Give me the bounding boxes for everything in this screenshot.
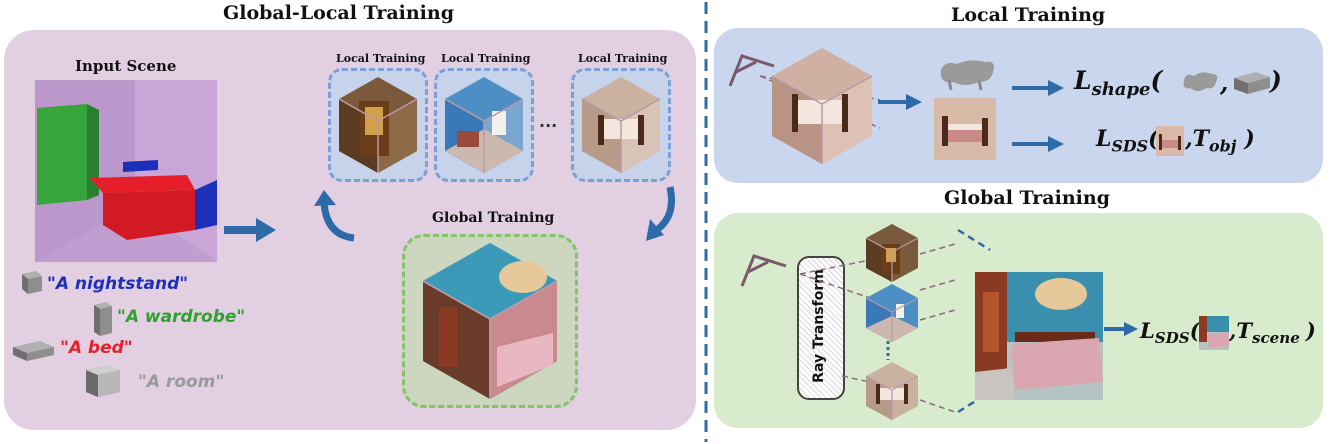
global-cube-room [402,234,578,408]
bed-block [90,175,195,193]
local-cubes-ellipsis: ... [539,112,558,131]
local-training-label-2: Local Training [441,52,531,65]
loss-sds-obj: LSDS( [1096,126,1159,156]
sds-loss-arrow-icon [1012,136,1064,152]
local-training-label-3: Local Training [578,52,668,65]
loss-shape-blob-icon [1183,72,1218,91]
camera-icon [728,54,775,87]
local-training-label-1: Local Training [336,52,426,65]
prompt-bed: "A bed" [60,338,133,358]
scene-loss-arrow-icon [1104,322,1138,336]
wardrobe-cube-icon [94,302,112,336]
local-arrow-icon [878,94,922,110]
ray-transform-box [797,256,845,400]
local-cube-nightstand [434,68,534,182]
global-cube-bed [865,362,919,420]
prompt-nightstand: "A nightstand" [47,274,189,294]
nightstand-block [123,160,158,172]
local-cube-bed [571,68,671,182]
curved-arrow-left-icon [314,190,355,242]
loss-sds-obj-tail: ,Tobj) [1185,126,1255,156]
loss-shape-box-icon [1234,72,1270,94]
local-bed-cube [771,48,873,164]
global-scene-render [975,272,1103,400]
loss-sds-scene-image [1199,316,1229,350]
prompt-room: "A room" [138,372,225,392]
shape-blob-icon [940,60,994,91]
loss-sds-scene-tail: ,Tscene) [1229,318,1316,348]
bed-cube-icon [13,341,54,361]
loss-shape-sep: , [1220,68,1229,97]
loss-sds-scene: LSDS( [1140,318,1200,348]
loss-shape: Lshape( [1074,66,1163,100]
global-cube-nightstand [865,284,919,342]
bed-render-image [934,98,996,160]
global-cube-wardrobe [865,224,919,282]
wardrobe-block [37,104,87,205]
local-cube-wardrobe [328,68,428,182]
section-divider [704,2,708,442]
global-rays [799,243,956,413]
prompt-wardrobe: "A wardrobe" [117,307,246,327]
loss-sds-obj-bed-image [1156,126,1184,156]
shape-loss-arrow-icon [1012,80,1064,96]
global-training-title: Global Training [944,187,1110,209]
room-cube-icon [86,365,120,397]
global-training-label-left: Global Training [432,210,555,226]
input-arrow-icon [224,218,276,242]
nightstand-cube-icon [22,271,42,294]
global-camera-icon [740,254,787,287]
global-local-title: Global-Local Training [223,2,454,24]
local-training-title: Local Training [951,4,1106,26]
loss-shape-close: ) [1270,66,1282,95]
curved-arrow-right-icon [646,186,675,241]
input-scene-label: Input Scene [75,57,177,75]
frustum-lines [957,228,991,414]
input-scene-render [35,80,217,262]
